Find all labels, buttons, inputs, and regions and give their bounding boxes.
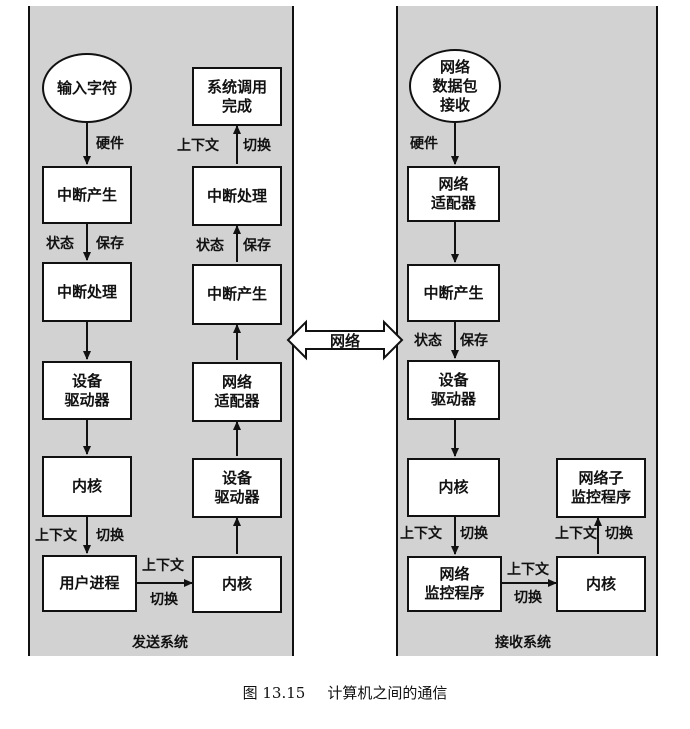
kernel-box-2: 内核: [192, 556, 282, 613]
network-label: 网络: [329, 332, 360, 350]
label-context: 上下文: [35, 528, 77, 544]
interrupt-proc-box: 中断处理: [42, 262, 132, 322]
device-driver-box: 设备 驱动器: [42, 361, 132, 420]
label-switch: 切换: [96, 528, 124, 544]
label-context-bottom: 上下文: [142, 558, 184, 574]
receiving-system-title: 接收系统: [495, 635, 551, 651]
label-switch-2: 切换: [243, 138, 271, 154]
label-save-2: 保存: [243, 238, 271, 254]
label-switch-recv-bottom: 切换: [514, 590, 542, 606]
device-driver-box-2: 设备 驱动器: [192, 458, 282, 518]
kernel-box-recv: 内核: [407, 458, 500, 517]
packet-recv-node: 网络 数据包 接收: [409, 49, 501, 123]
label-state-recv: 状态: [414, 333, 442, 349]
label-hardware: 硬件: [96, 136, 124, 152]
label-save: 保存: [96, 236, 124, 252]
interrupt-proc-box-2: 中断处理: [192, 166, 282, 226]
figure-caption: 图 13.15 计算机之间的通信: [0, 682, 690, 703]
label-save-recv: 保存: [460, 333, 488, 349]
label-switch-bottom: 切换: [150, 592, 178, 608]
interrupt-gen-box-2: 中断产生: [192, 264, 282, 325]
label-hardware-recv: 硬件: [410, 136, 438, 152]
user-process-box: 用户进程: [42, 555, 137, 612]
sending-system-title: 发送系统: [132, 635, 188, 651]
kernel-box-recv-2: 内核: [556, 556, 646, 612]
kernel-box: 内核: [42, 456, 132, 517]
device-driver-box-recv: 设备 驱动器: [407, 360, 500, 420]
label-switch-recv-2: 切换: [605, 526, 633, 542]
label-context-recv-bottom: 上下文: [507, 562, 549, 578]
label-switch-recv: 切换: [460, 526, 488, 542]
net-monitor-box: 网络 监控程序: [407, 556, 502, 612]
label-context-recv: 上下文: [400, 526, 442, 542]
label-state-2: 状态: [196, 238, 224, 254]
interrupt-gen-box: 中断产生: [42, 166, 132, 224]
input-char-node: 输入字符: [42, 53, 132, 123]
net-submonitor-box: 网络子 监控程序: [556, 458, 646, 518]
network-double-arrow: [286, 319, 404, 361]
caption-number: 图 13.15: [242, 684, 306, 702]
interrupt-gen-box-recv: 中断产生: [407, 264, 500, 322]
label-context-recv-2: 上下文: [555, 526, 597, 542]
net-adapter-box-recv: 网络 适配器: [407, 166, 500, 222]
label-context-2: 上下文: [177, 138, 219, 154]
net-adapter-box: 网络 适配器: [192, 362, 282, 422]
syscall-done-box: 系统调用 完成: [192, 67, 282, 126]
caption-text: 计算机之间的通信: [327, 684, 448, 702]
label-state: 状态: [46, 236, 74, 252]
